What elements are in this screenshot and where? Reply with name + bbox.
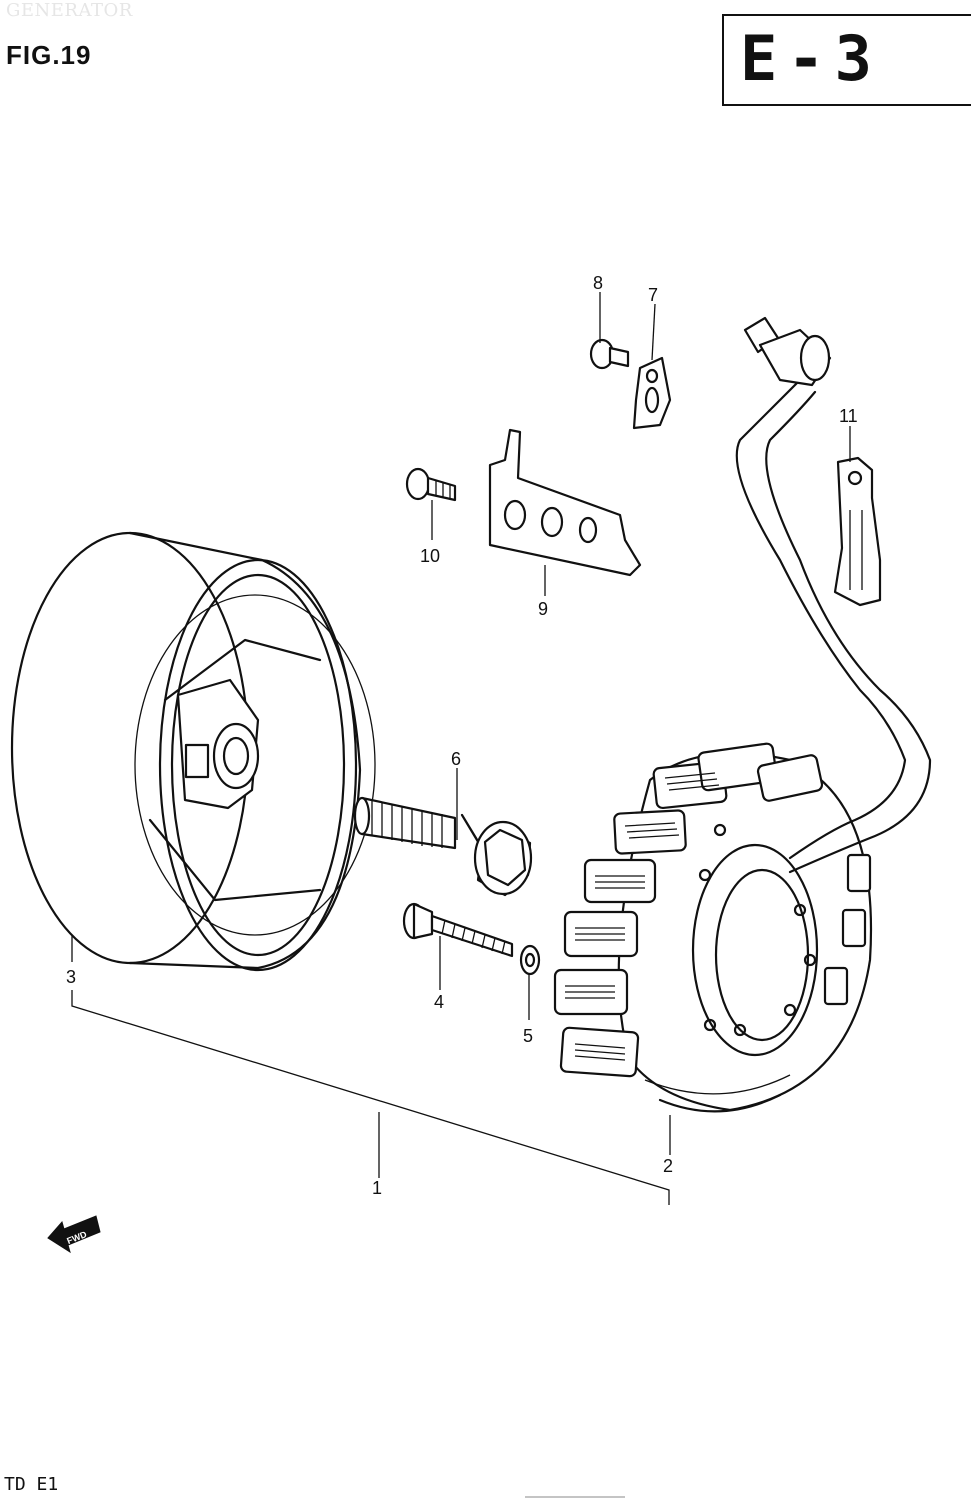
clamp-screw[interactable] [405,467,457,502]
wire-clamp-plate[interactable] [488,428,642,577]
stator-screw[interactable] [402,902,514,958]
section-title: GENERATOR [6,0,133,21]
rotor-bolt[interactable] [353,796,533,897]
wire-guide[interactable] [632,356,672,430]
rotor-flywheel[interactable] [10,531,376,972]
fwd-arrow-icon: FWD [47,1215,101,1254]
callout-6: 6 [451,749,461,769]
figure-label: FIG.19 [6,40,92,70]
callout-3: 3 [66,967,76,987]
callout-8: 8 [593,273,603,293]
callout-7: 7 [648,285,658,305]
washer[interactable] [519,944,541,976]
callout-10: 10 [420,546,440,566]
callout-labels: 8 7 11 10 9 6 4 5 3 2 1 [66,273,858,1198]
stator-assembly[interactable] [553,742,873,1113]
callout-2: 2 [663,1156,673,1176]
leader-lines [71,292,851,1205]
model-code: TD E1 [4,1474,59,1495]
lead-wire-harness[interactable] [735,316,932,874]
callout-5: 5 [523,1026,533,1046]
callout-9: 9 [538,599,548,619]
callout-4: 4 [434,992,444,1012]
callout-1: 1 [372,1178,382,1198]
catalog-code: E-3 [740,22,882,95]
catalog-code-box [722,14,971,106]
callout-11: 11 [839,406,858,426]
harness-clamp[interactable] [833,456,882,607]
guide-screw[interactable] [589,338,630,370]
